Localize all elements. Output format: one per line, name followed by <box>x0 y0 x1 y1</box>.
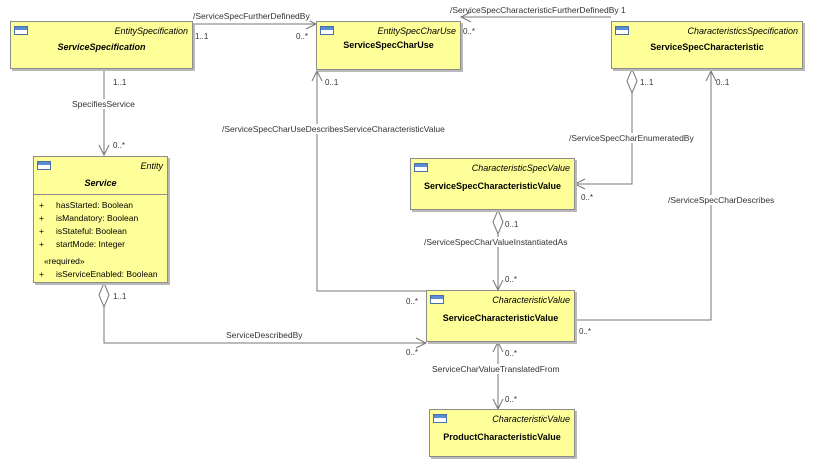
association-label: /ServiceSpecCharEnumeratedBy <box>569 133 694 143</box>
class-icon <box>414 163 428 172</box>
connector-char-use-describes-value <box>316 71 426 292</box>
attribute-compartment: +hasStarted: Boolean +isMandatory: Boole… <box>34 194 167 282</box>
association-label: /ServiceSpecFurtherDefinedBy <box>193 11 310 21</box>
class-stereotype: EntitySpecification <box>114 26 188 36</box>
class-stereotype: EntitySpecCharUse <box>377 26 456 36</box>
class-name: ServiceSpecification <box>57 42 146 52</box>
connector-service-described-by <box>103 307 426 344</box>
multiplicity: 1..1 <box>640 78 654 87</box>
multiplicity: 0..1 <box>505 220 519 229</box>
class-service-spec-characteristic[interactable]: CharacteristicsSpecification ServiceSpec… <box>611 21 803 69</box>
attribute[interactable]: +isStateful: Boolean <box>39 226 127 236</box>
association-label: /ServiceSpecCharacteristicFurtherDefined… <box>450 5 626 15</box>
aggregation-diamond <box>626 67 638 95</box>
class-icon <box>320 26 334 35</box>
class-icon <box>430 295 444 304</box>
association-label: SpecifiesService <box>72 99 135 109</box>
connector-char-describes <box>575 71 712 321</box>
class-service-characteristic-value[interactable]: CharacteristicValue ServiceCharacteristi… <box>426 290 575 342</box>
class-name: ProductCharacteristicValue <box>443 432 561 442</box>
multiplicity: 0..* <box>581 193 594 202</box>
class-product-characteristic-value[interactable]: CharacteristicValue ProductCharacteristi… <box>429 409 575 457</box>
multiplicity: 1..1 <box>113 78 127 87</box>
multiplicity: 0..* <box>406 297 419 306</box>
class-stereotype: CharacteristicSpecValue <box>471 163 570 173</box>
attribute-section-label: «required» <box>44 256 85 266</box>
multiplicity: 0..* <box>406 348 419 357</box>
multiplicity: 0..* <box>505 275 518 284</box>
class-service-specification[interactable]: EntitySpecification ServiceSpecification <box>10 21 193 69</box>
class-icon <box>37 161 51 170</box>
multiplicity: 0..* <box>296 32 309 41</box>
class-icon <box>433 414 447 423</box>
class-service-spec-characteristic-value[interactable]: CharacteristicSpecValue ServiceSpecChara… <box>410 158 575 210</box>
connector-char-enumerated-by <box>575 93 633 185</box>
multiplicity: 0..* <box>113 141 126 150</box>
attribute[interactable]: +startMode: Integer <box>39 239 125 249</box>
association-label: /ServiceSpecCharDescribes <box>668 195 775 205</box>
association-label: ServiceCharValueTranslatedFrom <box>432 364 560 374</box>
attribute[interactable]: +isServiceEnabled: Boolean <box>39 269 158 279</box>
multiplicity: 0..* <box>505 395 518 404</box>
multiplicity: 0..* <box>505 349 518 358</box>
multiplicity: 0..1 <box>716 78 730 87</box>
multiplicity: 0..* <box>579 327 592 336</box>
class-name: ServiceSpecCharacteristicValue <box>423 181 562 191</box>
association-label: /ServiceSpecCharValueInstantiatedAs <box>424 237 568 247</box>
class-icon <box>14 26 28 35</box>
class-service-spec-char-use[interactable]: EntitySpecCharUse ServiceSpecCharUse <box>316 21 461 70</box>
class-service[interactable]: Entity Service +hasStarted: Boolean +isM… <box>33 156 168 283</box>
multiplicity: 1..1 <box>113 292 127 301</box>
class-name: ServiceSpecCharUse <box>343 40 434 50</box>
multiplicity: 0..* <box>463 27 476 36</box>
multiplicity: 0..1 <box>325 78 339 87</box>
class-name: ServiceSpecCharacteristic <box>650 42 764 52</box>
attribute[interactable]: +hasStarted: Boolean <box>39 200 134 210</box>
aggregation-diamond <box>98 281 110 309</box>
attribute[interactable]: +isMandatory: Boolean <box>39 213 139 223</box>
class-icon <box>615 26 629 35</box>
multiplicity: 1..1 <box>195 32 209 41</box>
class-stereotype: Entity <box>140 161 163 171</box>
aggregation-diamond <box>492 208 504 236</box>
class-stereotype: CharacteristicValue <box>492 414 570 424</box>
class-stereotype: CharacteristicValue <box>492 295 570 305</box>
association-label: /ServiceSpecCharUseDescribesServiceChara… <box>222 124 445 134</box>
class-name: ServiceCharacteristicValue <box>442 313 559 323</box>
class-name: Service <box>84 178 117 188</box>
association-label: ServiceDescribedBy <box>226 330 303 340</box>
class-stereotype: CharacteristicsSpecification <box>687 26 798 36</box>
